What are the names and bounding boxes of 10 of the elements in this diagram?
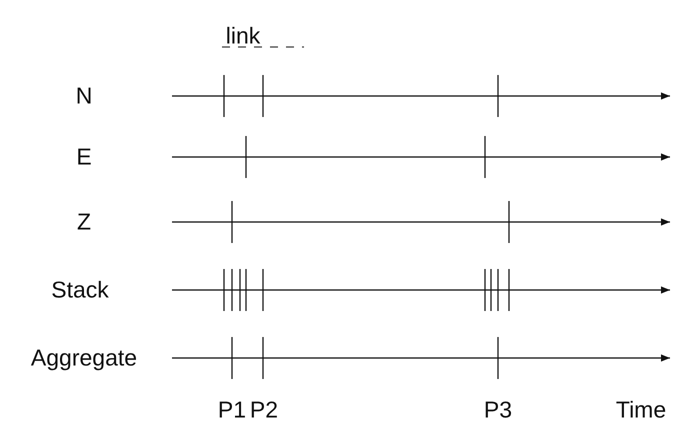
- event-label: P1: [218, 398, 246, 422]
- axis-label: Time: [616, 398, 666, 422]
- channel-label: Z: [76, 210, 92, 234]
- annotation-label: link: [226, 24, 260, 48]
- channel-label: Aggregate: [30, 346, 138, 370]
- channel-label: Stack: [51, 278, 109, 302]
- event-label: P3: [484, 398, 512, 422]
- channel-label: E: [76, 146, 92, 168]
- channel-label: N: [76, 84, 92, 108]
- event-label: P2: [250, 398, 278, 422]
